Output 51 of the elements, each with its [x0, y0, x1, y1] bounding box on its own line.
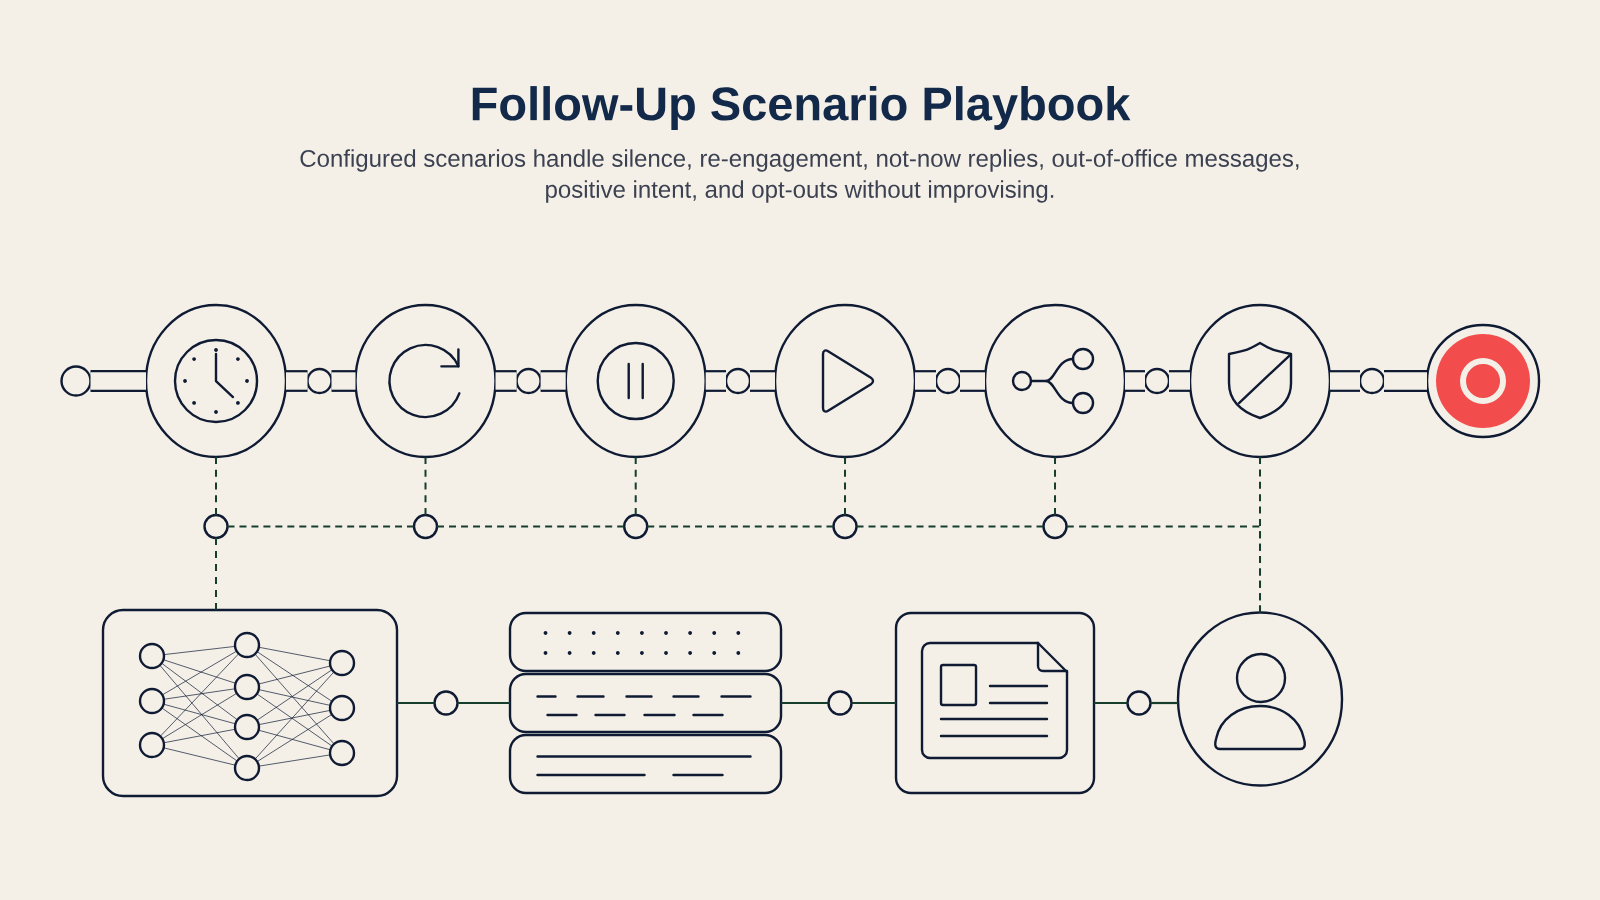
subtitle: Configured scenarios handle silence, re-engagement, not-now replies, out-of-office messages, positive intent, and opt-outs without improvising.: [300, 149, 1299, 203]
stack-card: [508, 611, 783, 673]
title: Follow-Up Scenario Playbook: [472, 86, 1131, 130]
track: [960, 370, 985, 392]
connector-line: [781, 701, 829, 705]
stage-circle: [144, 303, 288, 459]
track: [286, 370, 308, 392]
dashed-line: [844, 456, 846, 516]
dashed-line: [215, 456, 217, 516]
stage-circle: [564, 303, 707, 459]
connector-line: [457, 701, 510, 705]
junction-circle: [1042, 513, 1068, 540]
dashed-line: [1259, 456, 1261, 614]
track: [90, 370, 146, 392]
junction-circle: [203, 513, 229, 540]
dashed-line: [424, 456, 427, 516]
stage-circle: [983, 303, 1127, 459]
stage-circle: [354, 303, 497, 459]
connector-line: [851, 701, 896, 705]
junction-circle: [832, 513, 858, 540]
junction-circle: [412, 513, 439, 540]
track: [705, 370, 726, 392]
stack-card: [508, 672, 783, 734]
track: [750, 370, 775, 392]
track: [1330, 370, 1360, 392]
track: [1384, 370, 1427, 392]
dashed-line: [634, 456, 637, 516]
junction-circle: [827, 690, 853, 716]
track: [1169, 370, 1190, 392]
document-card: [894, 611, 1096, 795]
track: [495, 370, 517, 392]
junction-circle: [623, 513, 649, 540]
dashed-line: [215, 537, 217, 611]
junction-circle: [433, 690, 459, 716]
connector-line: [1094, 701, 1128, 705]
dashed-line: [1054, 456, 1056, 516]
track: [331, 370, 356, 392]
dashed-line: [226, 525, 415, 528]
stage-circle: [1188, 303, 1332, 459]
dashed-line: [436, 525, 626, 528]
connector-line: [1150, 701, 1178, 705]
dashed-line: [855, 525, 1045, 528]
connector-line: [397, 701, 435, 705]
profile-circle: [1176, 611, 1344, 787]
junction-circle: [1126, 690, 1152, 716]
stack-card: [508, 733, 783, 795]
dashed-line: [646, 525, 835, 528]
stage-circle: [773, 303, 917, 459]
track: [540, 370, 566, 392]
track: [1125, 370, 1145, 392]
track: [915, 370, 936, 392]
